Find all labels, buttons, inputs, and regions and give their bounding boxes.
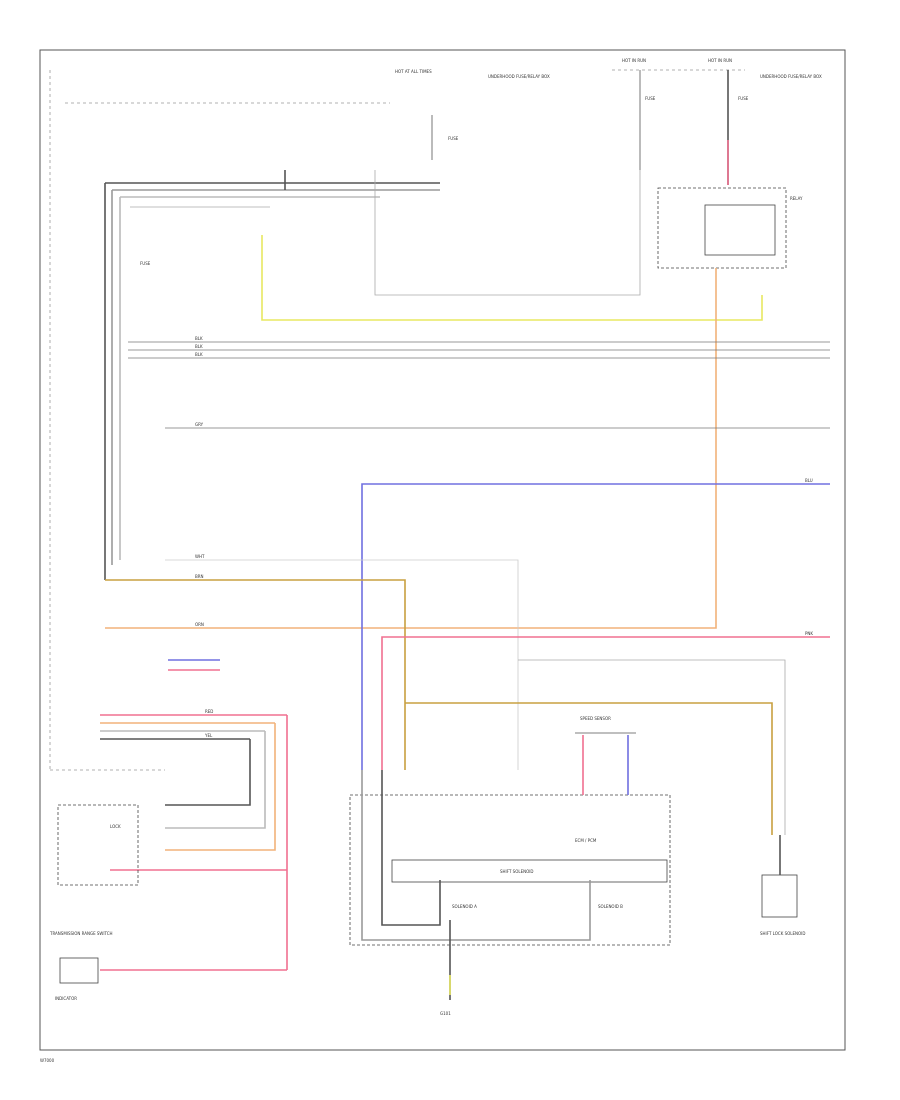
footer-code: W7000	[40, 1058, 55, 1063]
wire-code-5: BLU	[805, 478, 813, 483]
wire-code-10: RED	[205, 709, 213, 714]
label-indicator: INDICATOR	[55, 996, 77, 1001]
yellow-wire	[261, 235, 763, 321]
label-shift-solenoid: SHIFT SOLENOID	[500, 869, 534, 874]
bottom-loop-2	[381, 770, 441, 926]
white-wire	[165, 559, 519, 770]
transmission-switch-box	[57, 804, 139, 886]
bottom-loop-1	[361, 770, 591, 941]
label-hot-run-2: HOT IN RUN	[708, 58, 732, 63]
label-hot-at-all-times: HOT AT ALL TIMES	[395, 69, 432, 74]
ecm-box	[349, 794, 671, 946]
relay-box	[657, 187, 787, 269]
shift-lock-box	[761, 874, 798, 918]
wire-code-9: PNK	[805, 631, 813, 636]
harness-v-gray	[165, 731, 266, 829]
wire-code-6: WHT	[195, 554, 205, 559]
indicator-box	[59, 957, 99, 984]
gray-branch	[518, 659, 786, 835]
label-sol-b: SOLENOID B	[598, 904, 623, 909]
relay-inner	[704, 204, 776, 256]
label-relay: RELAY	[790, 196, 803, 201]
label-fuse-4: FUSE	[140, 261, 151, 266]
harness-v-black	[165, 739, 251, 806]
tan-wire-2	[405, 702, 773, 835]
diagram-border	[39, 49, 846, 1051]
gray-wire-mid	[374, 170, 641, 296]
shift-solenoid-box	[391, 859, 668, 883]
label-transmission-range: TRANSMISSION RANGE SWITCH	[49, 931, 113, 936]
label-ecm: ECM / PCM	[575, 838, 597, 843]
label-speed-sensor: SPEED SENSOR	[580, 716, 611, 721]
label-underhood-fuse-2: UNDERHOOD FUSE/RELAY BOX	[760, 74, 822, 79]
wire-code-4: GRY	[195, 422, 204, 427]
blue-wire	[361, 483, 830, 770]
label-hot-run-1: HOT IN RUN	[622, 58, 646, 63]
orange-wire	[105, 268, 717, 629]
label-fuse-2: FUSE	[645, 96, 656, 101]
wire-code-7: BRN	[195, 574, 204, 579]
label-fuse-1: FUSE	[448, 136, 459, 141]
wire-code-2: BLK	[195, 344, 203, 349]
label-lock: LOCK	[110, 824, 121, 829]
tan-wire	[105, 579, 406, 770]
wire-code-8: ORN	[195, 622, 204, 627]
wire-code-11: YEL	[204, 733, 213, 738]
label-ground: G101	[440, 1011, 451, 1016]
wire-code-3: BLK	[195, 352, 203, 357]
label-fuse-3: FUSE	[738, 96, 749, 101]
label-underhood-fuse-1: UNDERHOOD FUSE/RELAY BOX	[488, 74, 550, 79]
wire-code-1: BLK	[195, 336, 203, 341]
label-sol-a: SOLENOID A	[452, 904, 477, 909]
label-shift-lock-solenoid: SHIFT LOCK SOLENOID	[760, 931, 805, 936]
harness-v-orange	[165, 723, 276, 851]
pink-wire-right	[381, 636, 830, 770]
